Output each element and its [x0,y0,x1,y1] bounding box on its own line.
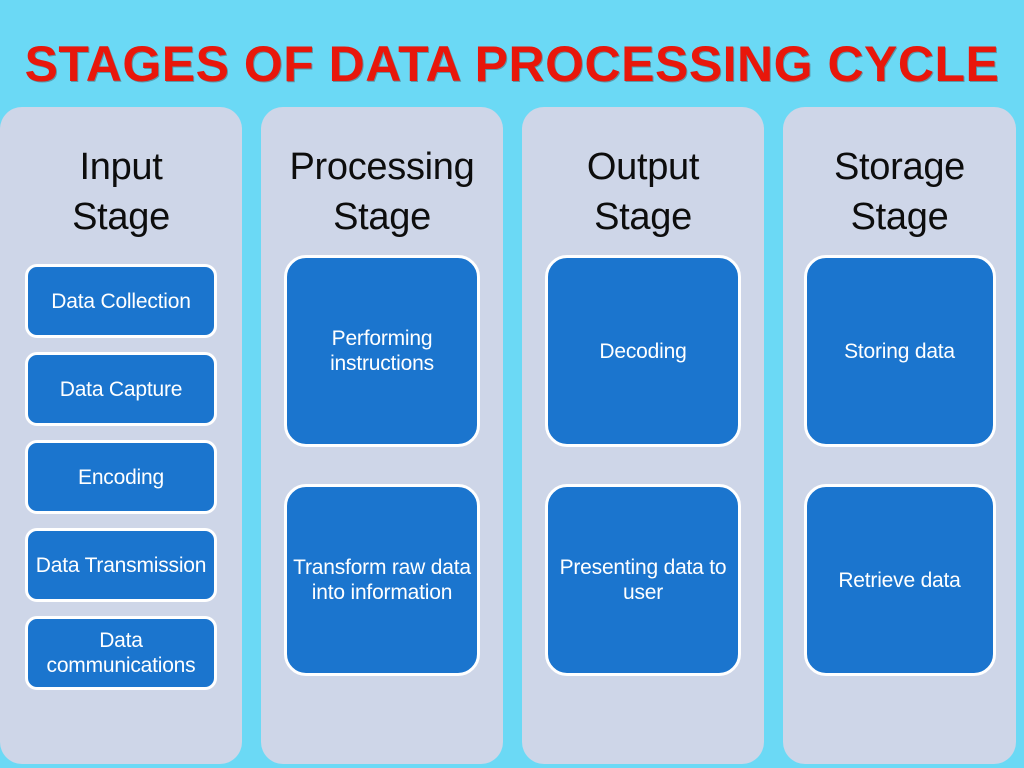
column-header-line1: Input [79,146,163,188]
stage-card[interactable]: Retrieve data [803,484,996,677]
column-header-line1: Processing [289,146,475,188]
column-header-line2: Stage [594,196,692,239]
stage-item-list-input: Data Collection Data Capture Encoding Da… [0,264,242,764]
stage-card[interactable]: Decoding [545,255,741,448]
stage-card[interactable]: Data communications [25,616,217,691]
stage-card-label: Retrieve data [838,568,961,592]
stage-card[interactable]: Storing data [803,255,996,448]
column-header-processing: Processing Stage [261,142,503,242]
column-header-line2: Stage [333,196,431,239]
column-header-output: Output Stage [522,142,764,242]
stage-card[interactable]: Data Capture [25,352,217,427]
column-header-storage: Storage Stage [783,142,1016,242]
stage-card-label: Decoding [599,339,687,363]
stage-card-label: Data Capture [59,377,183,401]
stage-column-processing: Processing Stage Performing instructions… [261,107,503,764]
column-header-input: Input Stage [0,142,242,242]
stage-card-label: Data communications [46,628,196,678]
stage-column-storage: Storage Stage Storing data Retrieve data [783,107,1016,764]
stage-card[interactable]: Data Transmission [25,528,217,603]
stage-card[interactable]: Presenting data to user [545,484,741,677]
stage-card-label: Presenting data to user [559,555,727,605]
column-header-line1: Output [586,146,700,188]
stage-card[interactable]: Performing instructions [284,255,480,448]
column-header-line2: Stage [850,196,949,239]
stage-column-output: Output Stage Decoding Presenting data to… [522,107,764,764]
stage-card-label: Storing data [844,339,955,363]
column-header-line2: Stage [72,196,170,239]
page-title: STAGES OF DATA PROCESSING CYCLE [24,36,1000,92]
stage-item-list-output: Decoding Presenting data to user [522,255,764,764]
stage-columns: Input Stage Data Collection Data Capture… [0,107,1024,764]
stage-item-list-processing: Performing instructions Transform raw da… [261,255,503,764]
stage-card[interactable]: Data Collection [25,264,217,339]
stage-card-label: Transform raw data into information [293,555,471,605]
stage-column-input: Input Stage Data Collection Data Capture… [0,107,242,764]
stage-card-label: Encoding [78,465,164,489]
stage-card[interactable]: Transform raw data into information [284,484,480,677]
stage-item-list-storage: Storing data Retrieve data [783,255,1016,764]
stage-card-label: Data Collection [51,289,191,313]
column-header-line1: Storage [834,146,965,188]
stage-card-label: Performing instructions [330,326,434,376]
stage-card[interactable]: Encoding [25,440,217,515]
stage-card-label: Data Transmission [35,553,207,577]
